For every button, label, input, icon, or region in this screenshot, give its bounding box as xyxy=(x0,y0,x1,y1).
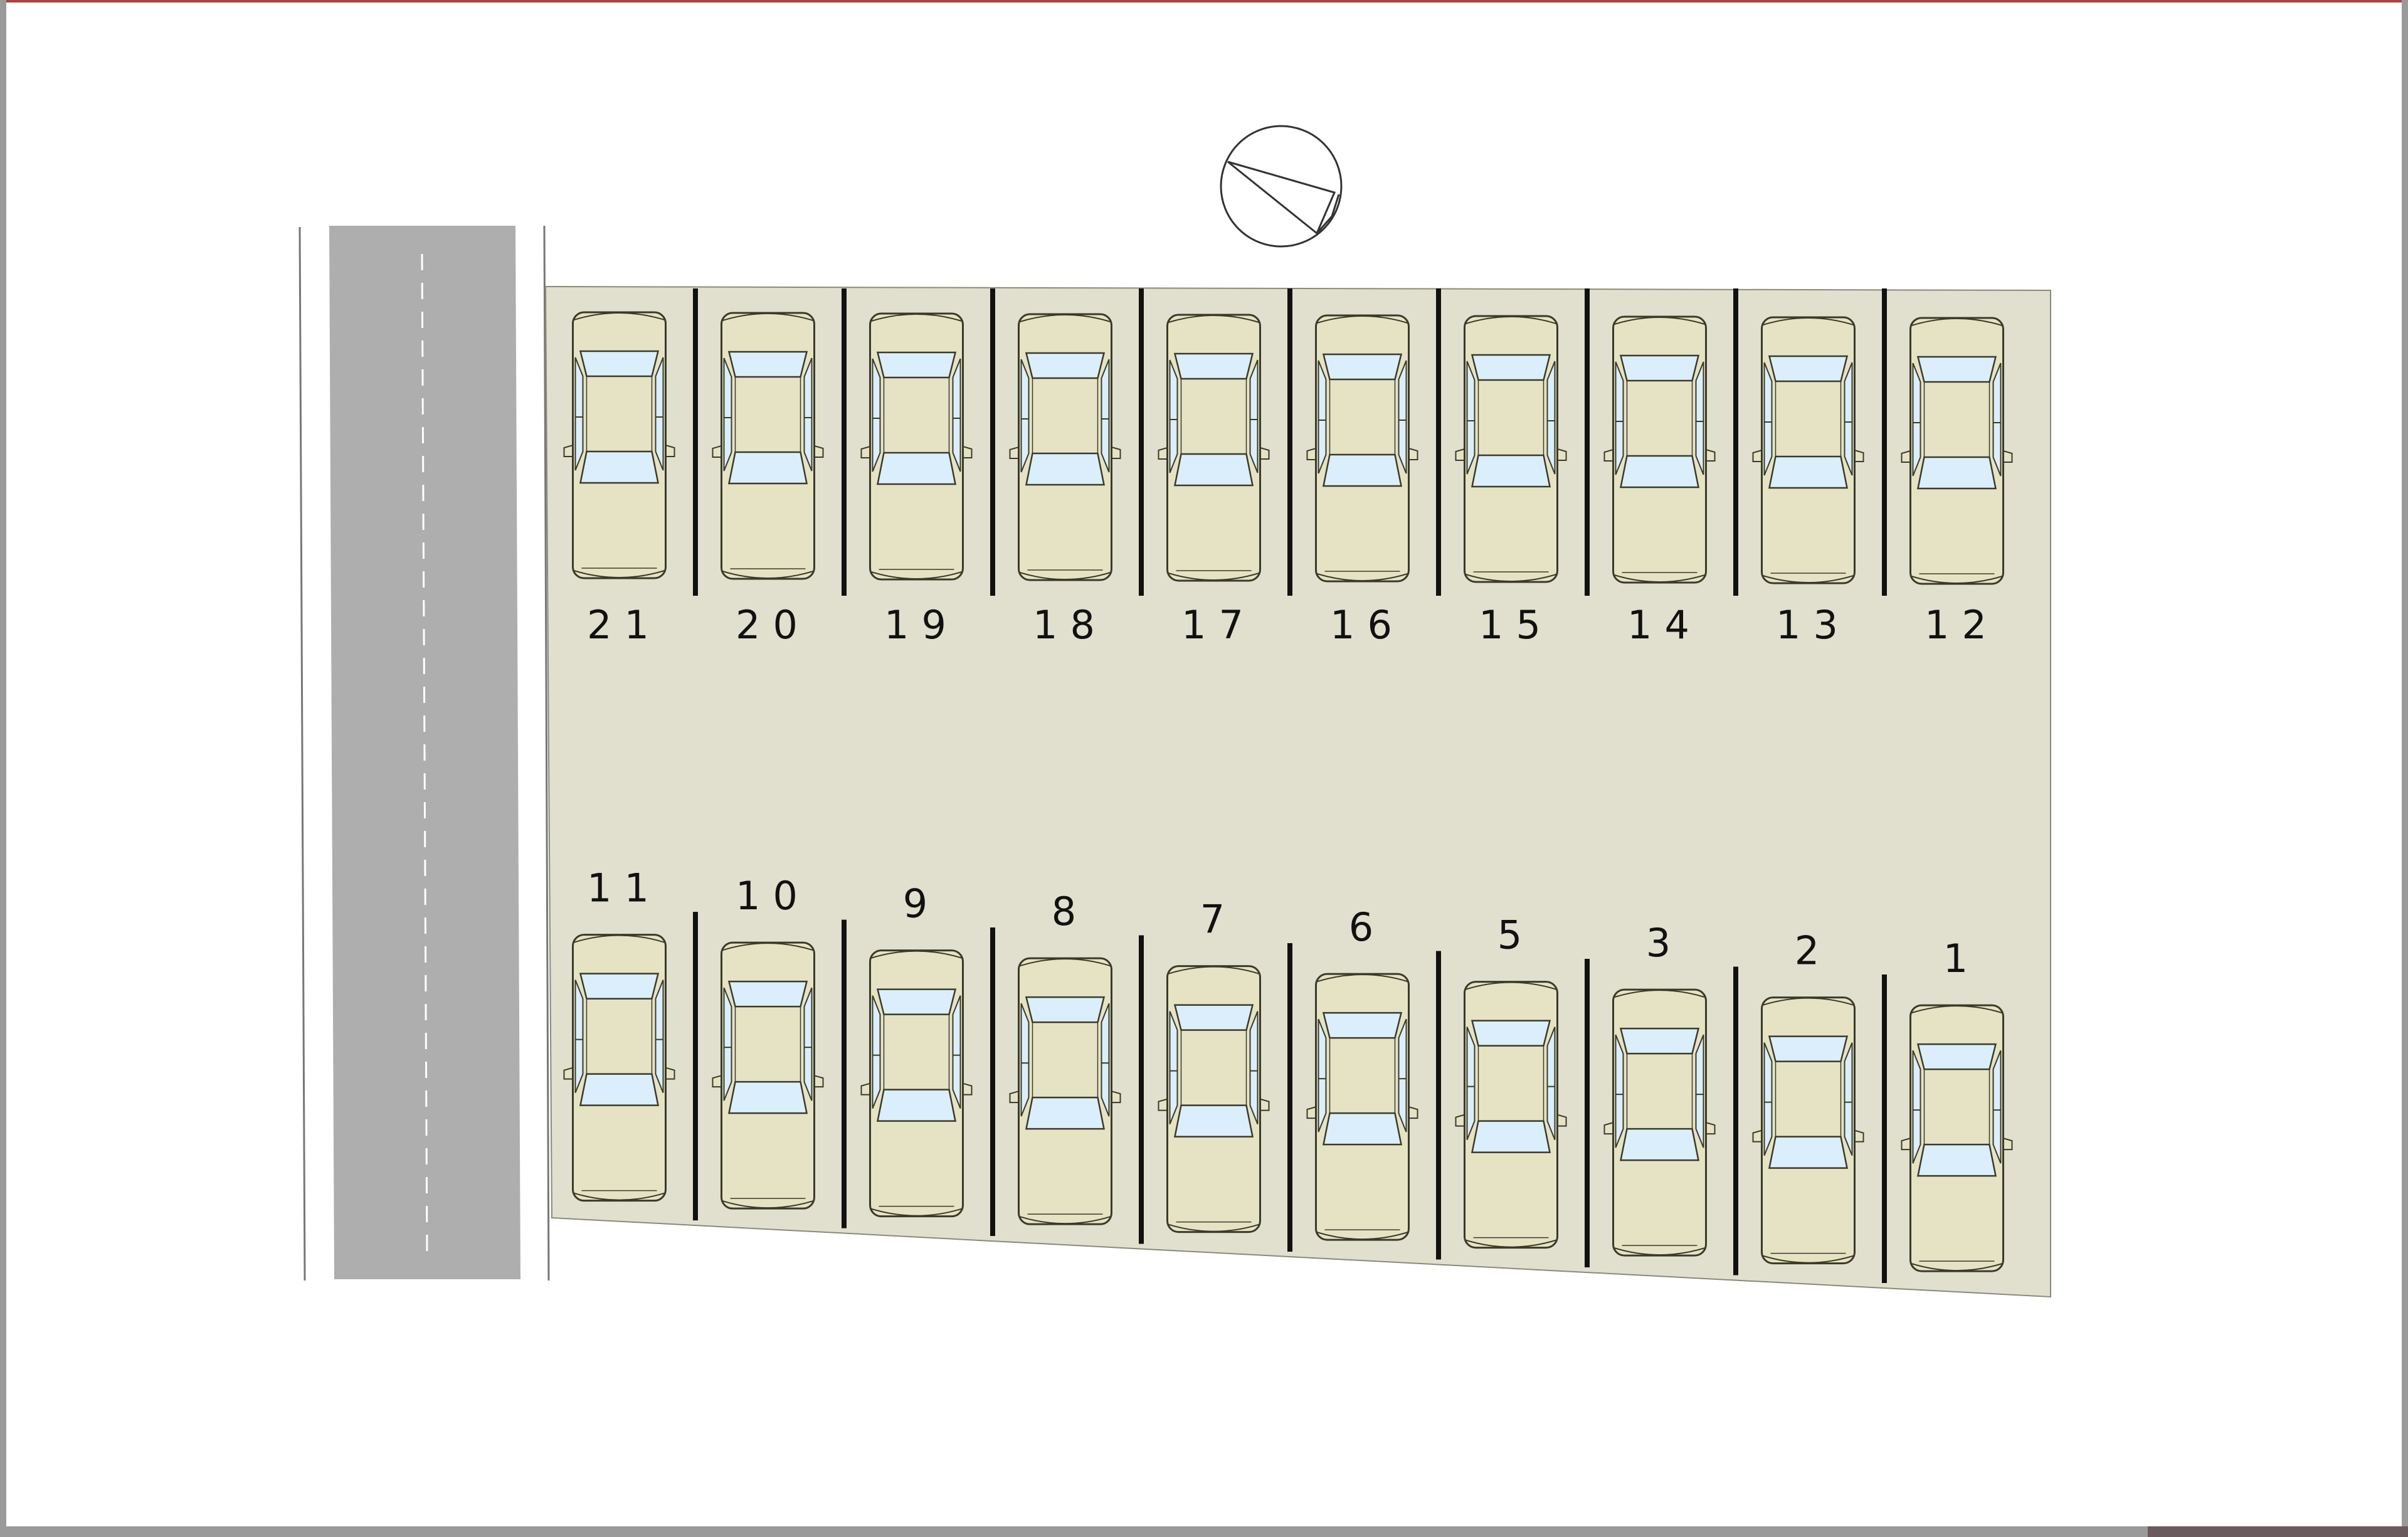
car-icon xyxy=(712,941,824,1210)
car-icon xyxy=(712,312,824,580)
spot-label: 15 xyxy=(1479,602,1553,648)
spot-label: 13 xyxy=(1776,602,1851,648)
bottom-stall-row: 11 10 9 8 7 6 5 3 2 1 xyxy=(563,865,2013,1284)
car-icon xyxy=(1009,957,1121,1225)
car-icon xyxy=(1752,316,1864,584)
frame-bottom-border xyxy=(0,1526,2408,1537)
frame-top-border xyxy=(0,0,2408,3)
car-icon xyxy=(1455,981,1567,1249)
car-icon xyxy=(1603,315,1716,584)
road-centerline xyxy=(421,253,428,1252)
car-icon xyxy=(1009,313,1121,581)
car-icon xyxy=(1901,317,2013,585)
spot-label: 12 xyxy=(1925,602,1999,648)
spot-label: 7 xyxy=(1200,897,1237,943)
north-arrow-icon xyxy=(1220,125,1343,248)
spot-label: 10 xyxy=(736,873,810,919)
car-icon xyxy=(563,311,675,579)
car-icon xyxy=(860,949,973,1218)
spot-label: 5 xyxy=(1497,912,1534,958)
spot-label: 18 xyxy=(1033,602,1107,648)
top-stall-row: 21 20 19 18 17 16 15 14 13 12 xyxy=(563,288,2013,648)
spot-label: 17 xyxy=(1181,602,1256,648)
car-icon xyxy=(563,934,675,1202)
car-icon xyxy=(1752,996,1864,1265)
spot-label: 16 xyxy=(1330,602,1405,648)
spot-label: 2 xyxy=(1795,928,1832,974)
spot-label: 21 xyxy=(587,602,662,648)
spot-label: 9 xyxy=(903,881,940,927)
car-icon xyxy=(1158,965,1270,1233)
car-icon xyxy=(1158,314,1270,582)
spot-label: 6 xyxy=(1349,904,1386,950)
car-icon xyxy=(1306,314,1418,583)
frame-right-border xyxy=(2402,0,2408,1537)
car-icon xyxy=(1306,973,1418,1241)
spot-label: 20 xyxy=(736,602,810,648)
spot-label: 1 xyxy=(1943,936,1980,981)
spot-label: 19 xyxy=(884,602,959,648)
car-icon xyxy=(1603,988,1716,1257)
car-icon xyxy=(860,312,973,581)
road-edge-left xyxy=(298,226,306,1281)
car-icon xyxy=(1455,315,1567,583)
frame-bottom-accent xyxy=(2148,1526,2408,1537)
spot-label: 3 xyxy=(1646,920,1683,966)
road-edge-right xyxy=(543,225,550,1281)
spot-label: 8 xyxy=(1052,889,1089,934)
spot-label: 11 xyxy=(587,865,662,911)
frame-left-border xyxy=(0,0,6,1537)
spot-label: 14 xyxy=(1627,602,1702,648)
car-icon xyxy=(1901,1004,2013,1272)
